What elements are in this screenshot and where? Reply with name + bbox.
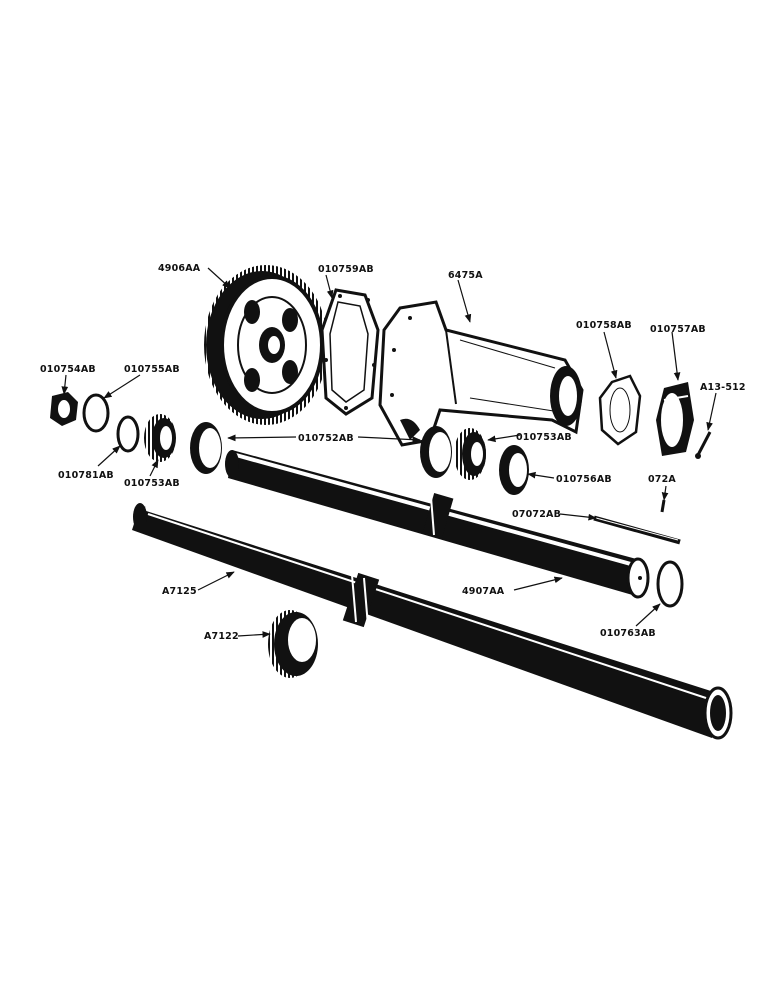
label-snap-ring: 010781AB	[58, 470, 114, 481]
bearing-right	[454, 428, 486, 480]
cap	[656, 382, 694, 456]
label-shaft-long: A7125	[162, 586, 197, 597]
long-shaft	[132, 503, 733, 740]
seal	[499, 445, 529, 495]
key	[593, 515, 681, 545]
label-bearing-right: 010753AB	[516, 432, 572, 443]
cup-right	[420, 426, 452, 478]
gear	[204, 265, 328, 425]
ring	[656, 560, 684, 608]
label-ring: 010763AB	[600, 628, 656, 639]
label-shaft-short: 4907AA	[462, 586, 505, 597]
label-gasket-small: 010758AB	[576, 320, 632, 331]
label-screw: A13-512	[700, 382, 746, 393]
bearing-loose	[268, 610, 318, 678]
label-housing: 6475A	[448, 270, 483, 281]
label-gear: 4906AA	[158, 263, 201, 274]
label-nut: 010754AB	[40, 364, 96, 375]
nut	[50, 392, 78, 426]
label-bearing-loose: A7122	[204, 631, 239, 642]
pin	[660, 499, 666, 513]
label-washer: 010755AB	[124, 364, 180, 375]
label-pin: 072A	[648, 474, 676, 485]
housing	[378, 300, 584, 447]
label-cap: 010757AB	[650, 324, 706, 335]
label-gasket-large: 010759AB	[318, 264, 374, 275]
leader-lines	[61, 267, 717, 638]
label-seal: 010756AB	[556, 474, 612, 485]
bearing-left	[144, 414, 176, 462]
label-bearing-left: 010753AB	[124, 478, 180, 489]
gasket-large	[320, 288, 380, 416]
label-cup: 010752AB	[298, 433, 354, 444]
snap-ring	[116, 415, 140, 453]
cup-left	[190, 422, 222, 474]
short-shaft	[225, 450, 650, 599]
gasket-small	[598, 374, 642, 446]
screw	[696, 431, 712, 456]
washer	[82, 393, 110, 433]
label-key: 07072AB	[512, 509, 561, 520]
